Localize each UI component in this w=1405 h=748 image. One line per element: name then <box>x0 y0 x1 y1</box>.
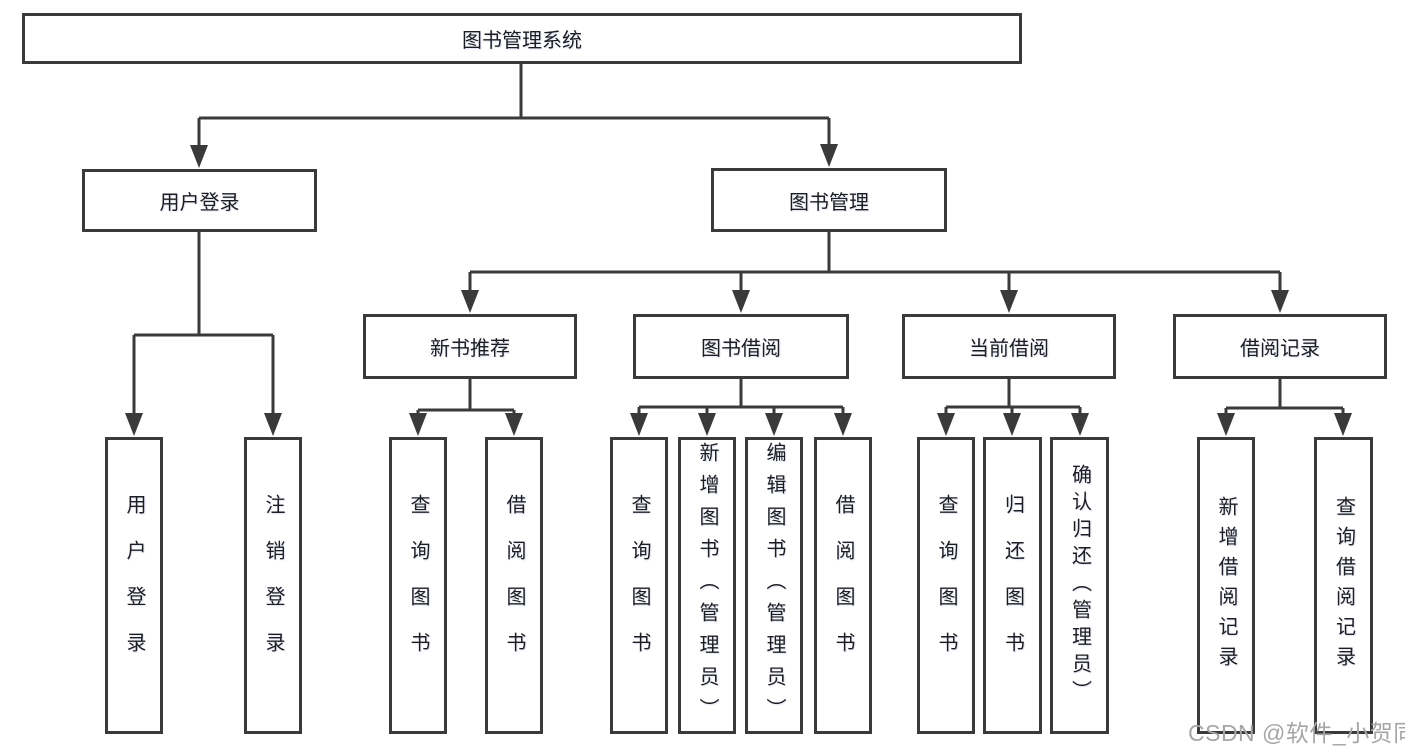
node-label: 新书推荐 <box>430 338 510 360</box>
node-label: 当前借阅 <box>969 338 1049 360</box>
node-label: 注销登录 <box>262 493 284 678</box>
node-label: 查询图书 <box>628 493 650 678</box>
leaf-borrow-books-recommend: 借阅图书 <box>485 437 543 734</box>
leaf-add-book-admin: 新增图书（管理员） <box>678 437 736 734</box>
node-label: 借阅图书 <box>503 493 525 678</box>
leaf-return-books: 归还图书 <box>983 437 1042 734</box>
leaf-query-books-recommend: 查询图书 <box>389 437 447 734</box>
arrowheads <box>125 144 1352 436</box>
node-new-book-recommend: 新书推荐 <box>363 314 577 379</box>
node-book-borrow: 图书借阅 <box>633 314 849 379</box>
leaf-logout: 注销登录 <box>244 437 302 734</box>
leaf-query-books-borrow: 查询图书 <box>610 437 668 734</box>
node-label: 借阅记录 <box>1240 338 1320 360</box>
node-label: 查询图书 <box>407 493 429 678</box>
leaf-query-books-current: 查询图书 <box>917 437 975 734</box>
leaf-add-borrow-record: 新增借阅记录 <box>1197 437 1255 734</box>
node-label: 用户登录 <box>123 493 145 678</box>
leaf-edit-book-admin: 编辑图书（管理员） <box>745 437 803 734</box>
node-user-login-branch: 用户登录 <box>82 169 317 232</box>
leaf-query-borrow-record: 查询借阅记录 <box>1314 437 1373 734</box>
node-book-management: 图书管理 <box>711 168 947 232</box>
node-system-root: 图书管理系统 <box>22 13 1022 64</box>
node-label: 图书管理 <box>789 191 869 214</box>
node-label: 借阅图书 <box>832 493 854 678</box>
node-label: 编辑图书（管理员） <box>763 441 785 730</box>
node-current-borrow: 当前借阅 <box>902 314 1116 379</box>
leaf-confirm-return-admin: 确认归还（管理员） <box>1050 437 1109 734</box>
node-label: 新增图书（管理员） <box>696 441 718 730</box>
node-borrow-records: 借阅记录 <box>1173 314 1387 379</box>
watermark: CSDN @软件_小贺同学 <box>1188 720 1405 746</box>
node-label: 图书借阅 <box>701 338 781 360</box>
node-label: 用户登录 <box>159 192 240 214</box>
node-label: 新增借阅记录 <box>1215 495 1237 676</box>
node-label: 查询借阅记录 <box>1332 495 1355 676</box>
leaf-user-login: 用户登录 <box>105 437 163 734</box>
node-label: 图书管理系统 <box>462 30 582 52</box>
node-label: 查询图书 <box>935 493 957 678</box>
leaf-borrow-books: 借阅图书 <box>814 437 872 734</box>
node-label: 归还图书 <box>1001 493 1024 678</box>
node-label: 确认归还（管理员） <box>1068 464 1091 707</box>
